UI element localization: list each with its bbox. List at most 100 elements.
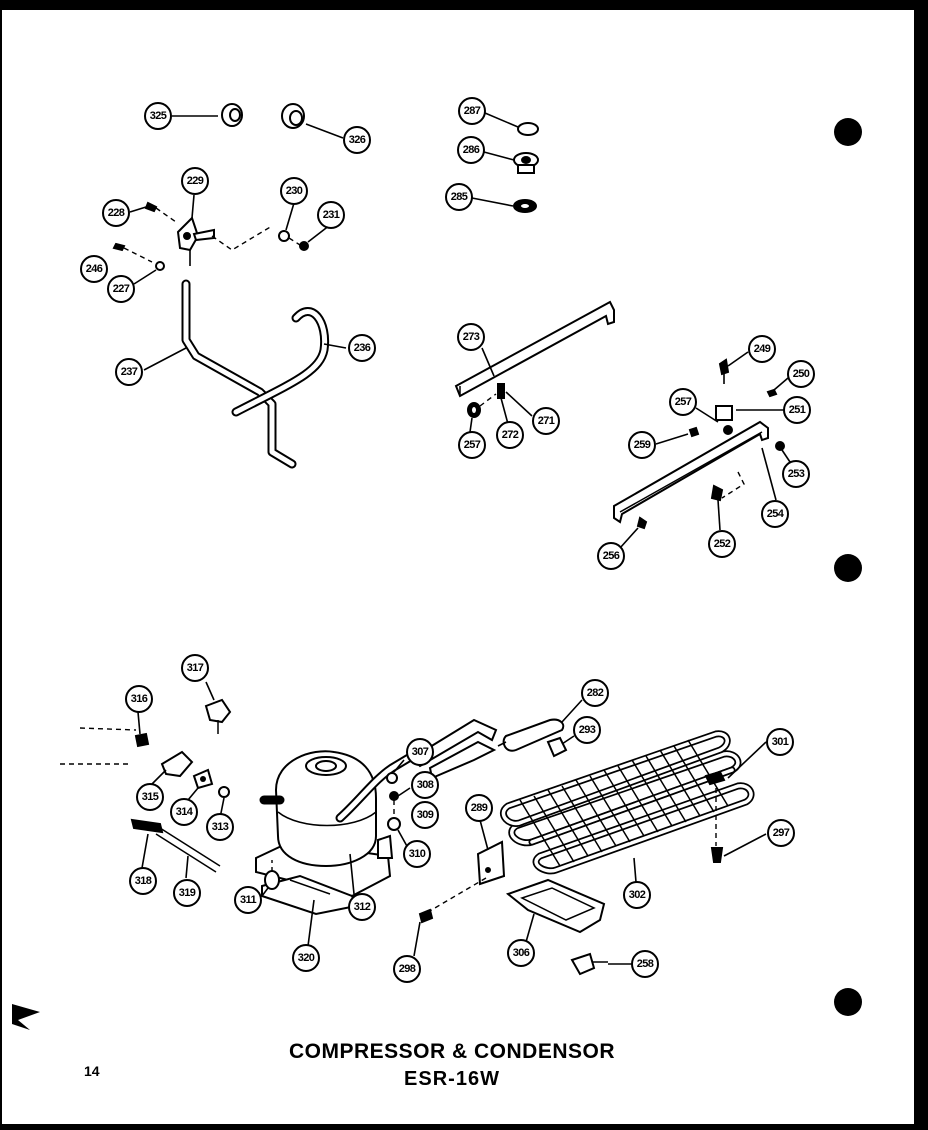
part-number: 237 (121, 366, 138, 378)
page-number: 14 (84, 1063, 100, 1079)
compressor-drawing (255, 718, 498, 947)
callout-297: 297 (767, 819, 795, 847)
callout-309: 309 (411, 801, 439, 829)
callout-249: 249 (748, 335, 776, 363)
condenser-302-drawing (499, 730, 755, 883)
model-number: ESR-16W (404, 1068, 500, 1090)
callout-236: 236 (348, 334, 376, 362)
part-number: 297 (773, 827, 790, 839)
part-number: 227 (113, 283, 130, 295)
part-number: 250 (793, 368, 810, 380)
part-number: 287 (464, 105, 481, 117)
callout-289: 289 (465, 794, 493, 822)
callout-253: 253 (782, 460, 810, 488)
callout-257-right: 257 (669, 388, 697, 416)
rail-254-drawing (613, 351, 791, 549)
callout-252: 252 (708, 530, 736, 558)
part-number: 311 (240, 894, 256, 906)
clip-258-drawing (570, 952, 632, 976)
callout-271: 271 (532, 407, 560, 435)
part-number: 230 (286, 185, 303, 197)
callout-318: 318 (129, 867, 157, 895)
part-number: 316 (131, 693, 148, 705)
callout-273: 273 (457, 323, 485, 351)
drain-pan-306-drawing (505, 878, 606, 943)
callout-231: 231 (317, 201, 345, 229)
bar-273-drawing (454, 300, 615, 433)
part-number: 307 (412, 746, 429, 758)
callout-254: 254 (761, 500, 789, 528)
part-number: 251 (789, 404, 806, 416)
callout-317: 317 (181, 654, 209, 682)
callout-246: 246 (80, 255, 108, 283)
part-number: 272 (502, 429, 519, 441)
callout-286: 286 (457, 136, 485, 164)
part-number: 253 (788, 468, 805, 480)
part-number: 259 (634, 439, 651, 451)
callout-259: 259 (628, 431, 656, 459)
part-number: 314 (176, 806, 194, 818)
part-number: 309 (417, 809, 434, 821)
binder-hole-middle (834, 554, 862, 582)
callout-230: 230 (280, 177, 308, 205)
scan-mark (12, 1004, 40, 1030)
callout-310: 310 (403, 840, 431, 868)
callout-229: 229 (181, 167, 209, 195)
part-number: 301 (772, 736, 789, 748)
part-number: 258 (637, 958, 654, 970)
callout-298: 298 (393, 955, 421, 983)
callout-256: 256 (597, 542, 625, 570)
relay-parts-drawing (60, 681, 232, 879)
callout-326: 326 (343, 126, 371, 154)
part-number: 252 (714, 538, 731, 550)
callout-285: 285 (445, 183, 473, 211)
clip-301-drawing (704, 741, 767, 863)
part-number: 298 (399, 963, 416, 975)
part-number: 271 (538, 415, 555, 427)
part-number: 285 (451, 191, 468, 203)
callout-250: 250 (787, 360, 815, 388)
callout-257-left: 257 (458, 431, 486, 459)
callout-282: 282 (581, 679, 609, 707)
bracket-289-drawing (413, 819, 506, 957)
callout-258: 258 (631, 950, 659, 978)
part-number: 306 (513, 947, 530, 959)
callout-272: 272 (496, 421, 524, 449)
callout-306: 306 (507, 939, 535, 967)
part-number: 317 (187, 662, 204, 674)
callout-319: 319 (173, 879, 201, 907)
part-number: 231 (323, 209, 340, 221)
drier-drawing (497, 699, 583, 758)
part-number: 257 (464, 439, 481, 451)
callout-237: 237 (115, 358, 143, 386)
part-number: 318 (135, 875, 152, 887)
callout-312: 312 (348, 893, 376, 921)
part-number: 293 (579, 724, 596, 736)
callout-228: 228 (102, 199, 130, 227)
callout-301: 301 (766, 728, 794, 756)
part-number: 236 (354, 342, 371, 354)
callout-314: 314 (170, 798, 198, 826)
part-number: 229 (187, 175, 204, 187)
part-number: 257 (675, 396, 692, 408)
callout-287: 287 (458, 97, 486, 125)
part-number: 320 (298, 952, 315, 964)
part-number: 273 (463, 331, 480, 343)
grommet-325-drawing (172, 103, 243, 127)
tube-bracket-drawing (112, 194, 331, 285)
part-number: 256 (603, 550, 620, 562)
part-number: 315 (142, 791, 159, 803)
callout-320: 320 (292, 944, 320, 972)
tubing-237-236-drawing (143, 279, 347, 469)
part-number: 249 (754, 343, 771, 355)
part-number: 312 (354, 901, 371, 913)
part-number: 308 (417, 779, 434, 791)
callout-293: 293 (573, 716, 601, 744)
part-number: 310 (409, 848, 426, 860)
part-number: 289 (471, 802, 488, 814)
callout-308: 308 (411, 771, 439, 799)
part-number: 228 (108, 207, 125, 219)
part-number: 282 (587, 687, 604, 699)
